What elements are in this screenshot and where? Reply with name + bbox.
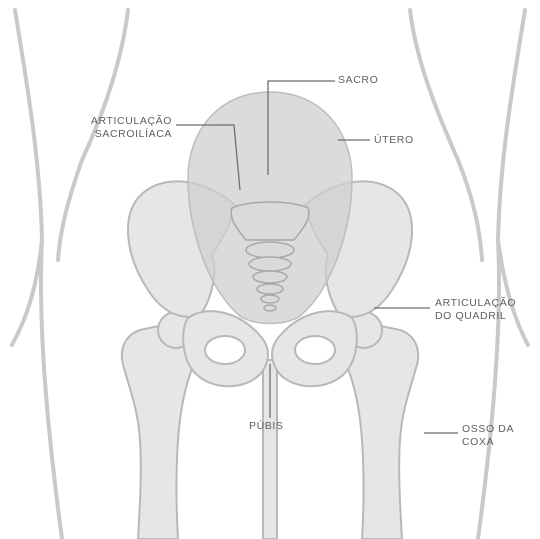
label-thigh-bone: OSSO DA COXA (462, 423, 514, 449)
label-hip-joint: ARTICULAÇÃO DO QUADRIL (435, 297, 516, 323)
label-sacroiliac-joint: ARTICULAÇÃO SACROILÍACA (72, 115, 172, 141)
label-sacro: SACRO (338, 74, 378, 87)
label-utero: ÚTERO (374, 134, 414, 147)
label-pubis: PÚBIS (249, 420, 284, 433)
